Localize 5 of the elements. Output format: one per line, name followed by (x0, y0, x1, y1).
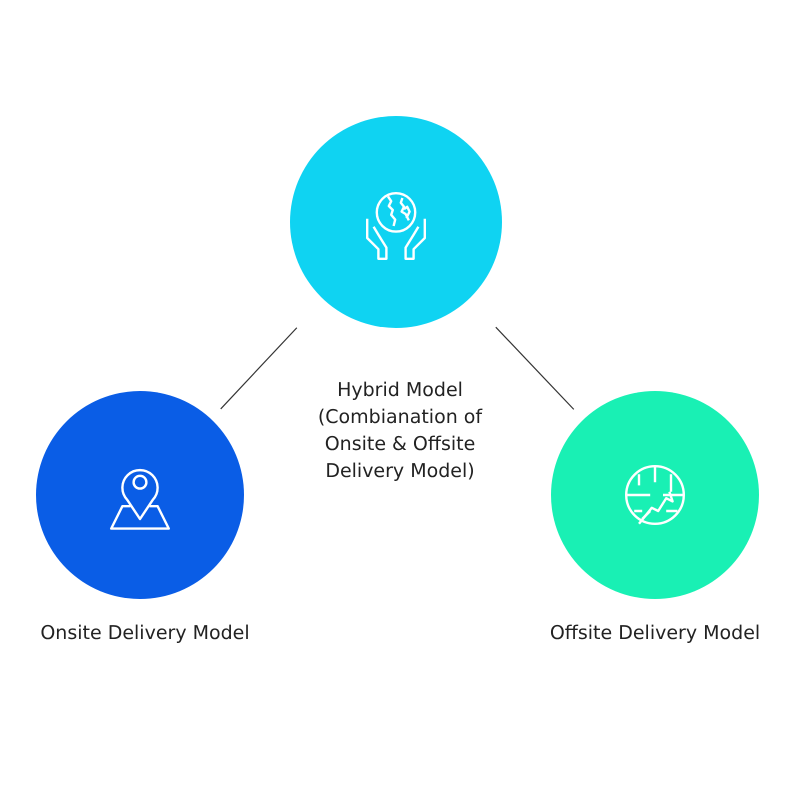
node-label: Onsite Delivery Model (39, 621, 251, 646)
node-label: Hybrid Model (Combianation of Onsite & Offsite Delivery Model) (316, 378, 484, 484)
node-label: Offsite Delivery Model (548, 621, 762, 646)
connector-line (220, 327, 298, 410)
connector-line (495, 326, 574, 410)
